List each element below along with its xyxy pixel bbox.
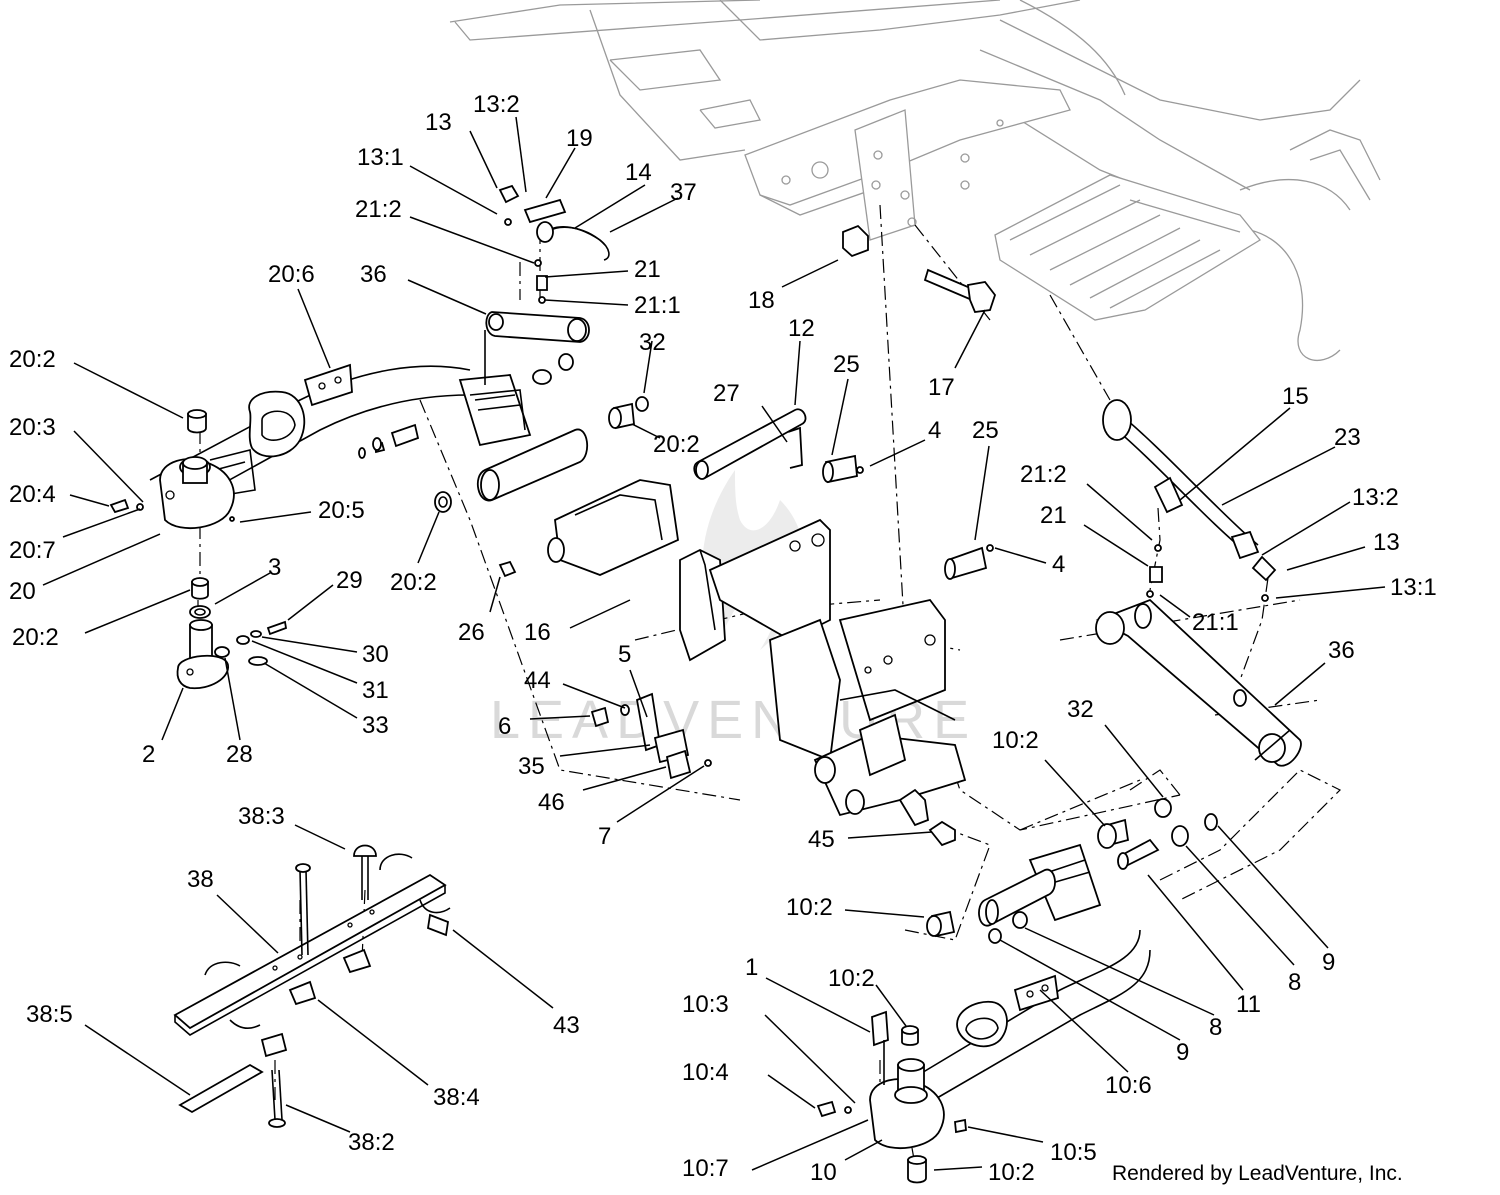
callout-13a: 13 [425, 109, 452, 136]
callout-21-1a: 21:1 [634, 292, 681, 319]
callout-13-1b: 13:1 [1390, 574, 1437, 601]
callout-16: 16 [524, 619, 551, 646]
callout-12: 12 [788, 315, 815, 342]
callout-10: 10 [810, 1159, 837, 1186]
callout-20-2d: 20:2 [390, 569, 437, 596]
axle-carrier [498, 479, 967, 847]
callout-38-3: 38:3 [238, 803, 285, 830]
callout-19: 19 [566, 125, 593, 152]
callout-10-2c: 10:2 [828, 965, 875, 992]
callout-38-5: 38:5 [26, 1001, 73, 1028]
callout-26: 26 [458, 619, 485, 646]
callout-14: 14 [625, 159, 652, 186]
callout-10-6: 10:6 [1105, 1072, 1152, 1099]
weight-bar-assembly [173, 844, 451, 1128]
callout-21b: 21 [1040, 502, 1067, 529]
callout-20-6: 20:6 [268, 261, 315, 288]
callout-15: 15 [1282, 383, 1309, 410]
upper-cylinder-assembly [484, 184, 610, 385]
callout-27: 27 [713, 380, 740, 407]
callout-4b: 4 [1052, 551, 1065, 578]
callout-29: 29 [336, 567, 363, 594]
callout-21a: 21 [634, 256, 661, 283]
callout-36b: 36 [1328, 637, 1355, 664]
callout-20-7: 20:7 [9, 537, 56, 564]
callout-38-2: 38:2 [348, 1129, 395, 1156]
callout-33: 33 [362, 712, 389, 739]
callout-38: 38 [187, 866, 214, 893]
callout-10-2b: 10:2 [786, 894, 833, 921]
callout-labels: 13 13:2 13:1 19 14 37 21:2 21 21:1 36 20… [9, 91, 1437, 1186]
callout-13-1a: 13:1 [357, 144, 404, 171]
callout-3: 3 [268, 554, 281, 581]
callout-20-5: 20:5 [318, 497, 365, 524]
callout-25a: 25 [833, 351, 860, 378]
callout-17: 17 [928, 374, 955, 401]
callout-7: 7 [598, 823, 611, 850]
callout-46: 46 [538, 789, 565, 816]
callout-37: 37 [670, 179, 697, 206]
callout-30: 30 [362, 641, 389, 668]
callout-20-2a: 20:2 [9, 346, 56, 373]
callout-38-4: 38:4 [433, 1084, 480, 1111]
render-credit: Rendered by LeadVenture, Inc. [1112, 1162, 1403, 1185]
callout-20-2b: 20:2 [12, 624, 59, 651]
callout-43: 43 [553, 1012, 580, 1039]
callout-25b: 25 [972, 417, 999, 444]
callout-32b: 32 [1067, 696, 1094, 723]
lower-cylinder-assembly [1095, 399, 1302, 767]
tractor-frame [449, 0, 1381, 361]
callout-4a: 4 [928, 417, 941, 444]
callout-11: 11 [1236, 991, 1261, 1018]
callout-31: 31 [362, 677, 389, 704]
callout-21-2b: 21:2 [1020, 461, 1067, 488]
callout-20-4: 20:4 [9, 481, 56, 508]
callout-20-2c: 20:2 [653, 431, 700, 458]
callout-2: 2 [142, 741, 155, 768]
callout-20: 20 [9, 578, 36, 605]
callout-32a: 32 [639, 329, 666, 356]
callout-10-7: 10:7 [682, 1155, 729, 1182]
callout-44: 44 [524, 667, 551, 694]
callout-8b: 8 [1209, 1014, 1222, 1041]
callout-21-2a: 21:2 [355, 196, 402, 223]
callout-13b: 13 [1373, 529, 1400, 556]
callout-13-2a: 13:2 [473, 91, 520, 118]
callout-8a: 8 [1288, 969, 1301, 996]
callout-28: 28 [226, 741, 253, 768]
callout-10-5: 10:5 [1050, 1139, 1097, 1166]
callout-21-1b: 21:1 [1192, 609, 1239, 636]
callout-20-3: 20:3 [9, 414, 56, 441]
callout-45: 45 [808, 826, 835, 853]
callout-9b: 9 [1176, 1039, 1189, 1066]
callout-13-2b: 13:2 [1352, 484, 1399, 511]
callout-36a: 36 [360, 261, 387, 288]
callout-35: 35 [518, 753, 545, 780]
callout-10-4: 10:4 [682, 1059, 729, 1086]
callout-10-2d: 10:2 [988, 1159, 1035, 1186]
callout-23: 23 [1334, 424, 1361, 451]
callout-6: 6 [498, 713, 511, 740]
pivot-parts [434, 224, 997, 580]
callout-1: 1 [745, 954, 758, 981]
leader-lines [42, 116, 1386, 1171]
right-axle-assembly [816, 798, 1218, 1184]
callout-5: 5 [618, 641, 631, 668]
left-axle-assembly [109, 353, 574, 690]
callout-9a: 9 [1322, 949, 1335, 976]
callout-10-3: 10:3 [682, 991, 729, 1018]
callout-18: 18 [748, 287, 775, 314]
callout-10-2a: 10:2 [992, 727, 1039, 754]
